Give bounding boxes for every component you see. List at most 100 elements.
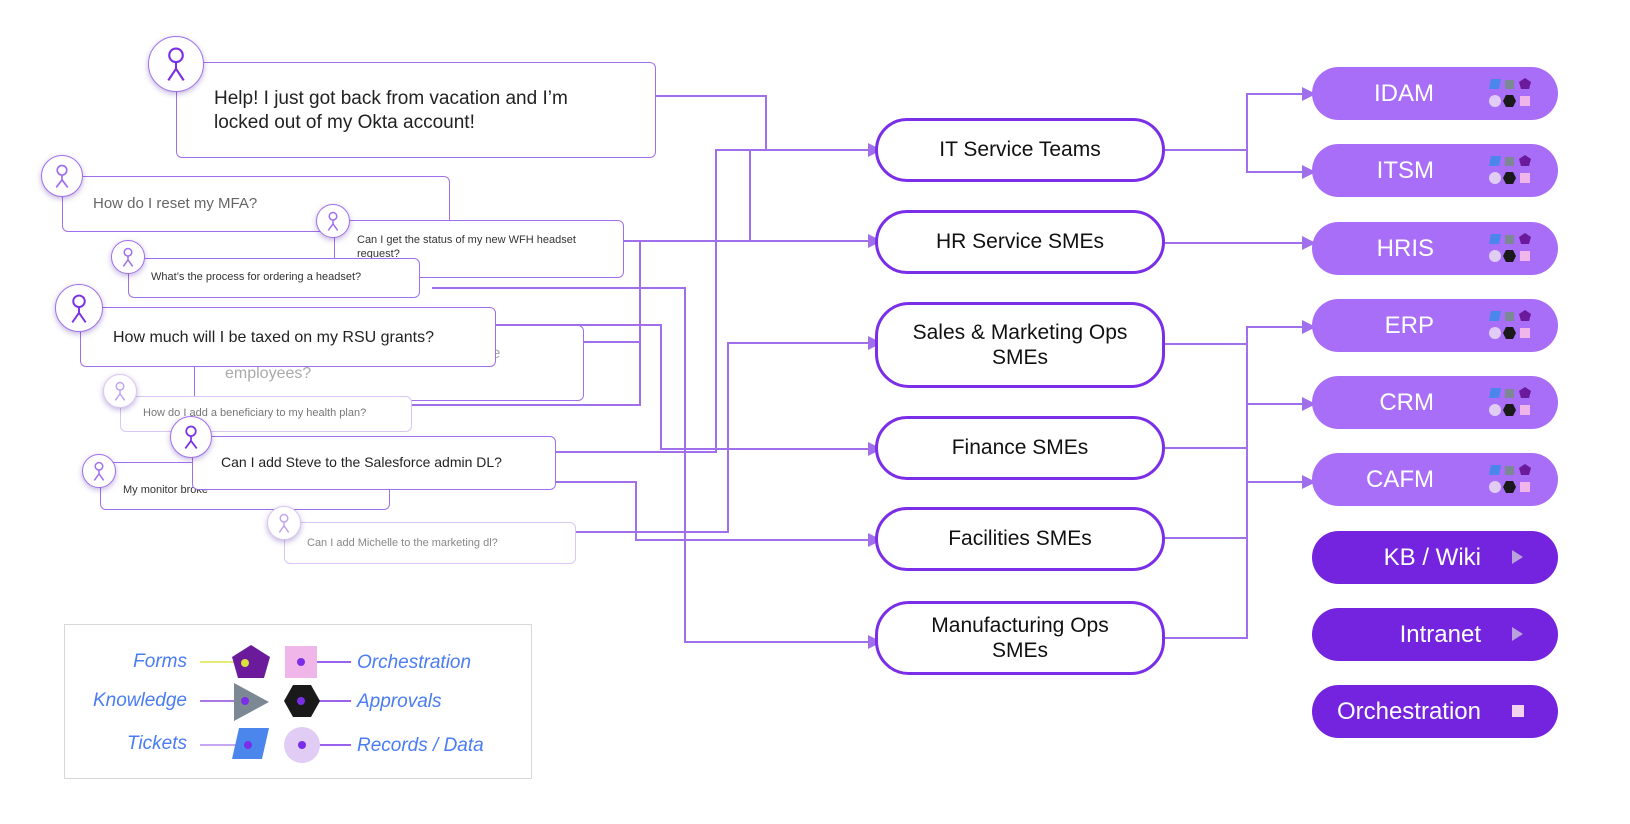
legend-tickets: Tickets (126, 733, 187, 754)
system-label: IDAM (1374, 80, 1434, 107)
user-avatar-icon (170, 416, 212, 458)
system-label: KB / Wiki (1383, 544, 1481, 571)
records-icon (1489, 250, 1501, 262)
request-text: How much will I be taxed on my RSU grant… (113, 329, 435, 346)
legend-forms: Forms (133, 651, 187, 672)
forms-icon (1519, 464, 1531, 475)
team-label: Finance SMEs (951, 436, 1089, 460)
system-hris: HRIS (1312, 222, 1558, 275)
user-avatar-icon (111, 240, 145, 274)
orchestration-icon (1520, 96, 1530, 106)
orchestration-icon (1520, 173, 1530, 183)
records-icon (1489, 481, 1501, 493)
request-text: How do I reset my MFA? (93, 195, 258, 212)
request-bubble: What’s the process for ordering a headse… (128, 258, 420, 298)
tickets-icon (1489, 388, 1501, 398)
user-avatar-icon (82, 454, 116, 488)
system-label: HRIS (1376, 235, 1434, 262)
request-text: Can I get the status of my new WFH heads… (357, 234, 576, 260)
team-label: Sales & Marketing Ops SMEs (912, 320, 1128, 369)
system-erp: ERP (1312, 299, 1558, 352)
team-label: Manufacturing Ops SMEs (931, 613, 1109, 662)
system-idam: IDAM (1312, 67, 1558, 120)
team-sales-marketing-ops: Sales & Marketing Ops SMEs (875, 302, 1165, 388)
play-triangle-icon (1512, 550, 1523, 564)
tickets-icon (1489, 156, 1501, 166)
legend-orchestration: Orchestration (357, 652, 472, 673)
capability-icons (1489, 310, 1531, 339)
approvals-icon (1503, 327, 1516, 339)
records-icon (1489, 404, 1501, 416)
team-label: HR Service SMEs (935, 230, 1105, 254)
knowledge-icon (1505, 466, 1514, 475)
team-hr-service: HR Service SMEs (875, 210, 1165, 274)
legend-knowledge: Knowledge (92, 690, 187, 711)
knowledge-icon (1505, 389, 1514, 398)
tickets-icon (1489, 465, 1501, 475)
request-bubble: Help! I just got back from vacation and … (176, 62, 656, 158)
team-label: Facilities SMEs (948, 527, 1092, 551)
system-label: ITSM (1376, 157, 1434, 184)
request-bubble: How do I add a beneficiary to my health … (120, 396, 412, 432)
system-label: CAFM (1366, 466, 1434, 493)
records-icon (1489, 327, 1501, 339)
capability-icons (1489, 233, 1531, 262)
system-orchestration: Orchestration (1312, 685, 1558, 738)
orchestration-icon (1520, 251, 1530, 261)
request-text: Can I add Michelle to the marketing dl? (307, 537, 498, 549)
team-finance: Finance SMEs (875, 416, 1165, 480)
system-intranet: Intranet (1312, 608, 1558, 661)
approvals-icon (1503, 404, 1516, 416)
team-it-service: IT Service Teams (875, 118, 1165, 182)
request-text: Help! I just got back from vacation and … (214, 88, 568, 133)
tickets-icon (1489, 79, 1501, 89)
request-bubble: Can I add Michelle to the marketing dl? (284, 522, 576, 564)
approvals-icon (1503, 481, 1516, 493)
knowledge-icon (1505, 235, 1514, 244)
knowledge-icon (1505, 80, 1514, 89)
capability-icons (1489, 464, 1531, 493)
forms-icon (1519, 155, 1531, 166)
knowledge-icon (1505, 312, 1514, 321)
orchestration-icon (1520, 328, 1530, 338)
team-manufacturing-ops: Manufacturing Ops SMEs (875, 601, 1165, 675)
knowledge-triangle-icon (234, 683, 269, 721)
request-text: What’s the process for ordering a headse… (151, 271, 362, 283)
system-itsm: ITSM (1312, 144, 1558, 197)
system-label: ERP (1384, 312, 1434, 339)
system-label: Intranet (1399, 621, 1481, 648)
capability-icons (1489, 387, 1531, 416)
system-crm: CRM (1312, 376, 1558, 429)
tickets-icon (1489, 234, 1501, 244)
approvals-icon (1503, 172, 1516, 184)
records-icon (1489, 95, 1501, 107)
user-avatar-icon (148, 36, 204, 92)
legend-records: Records / Data (357, 735, 484, 756)
orchestration-icon (1520, 482, 1530, 492)
system-cafm: CAFM (1312, 453, 1558, 506)
user-avatar-icon (267, 506, 301, 540)
team-facilities: Facilities SMEs (875, 507, 1165, 571)
legend-approvals: Approvals (357, 691, 442, 712)
forms-icon (1519, 233, 1531, 244)
request-bubble: How much will I be taxed on my RSU grant… (80, 307, 496, 367)
system-kb-wiki: KB / Wiki (1312, 531, 1558, 584)
request-text: My monitor broke (123, 484, 208, 496)
forms-icon (1519, 78, 1531, 89)
knowledge-icon (1505, 157, 1514, 166)
system-label: CRM (1379, 389, 1434, 416)
approvals-icon (1503, 250, 1516, 262)
system-label: Orchestration (1336, 698, 1481, 725)
request-text: How do I add a beneficiary to my health … (143, 407, 367, 419)
request-text: Can I add Steve to the Salesforce admin … (221, 454, 502, 470)
orchestration-icon (1520, 405, 1530, 415)
forms-icon (1519, 310, 1531, 321)
user-avatar-icon (55, 284, 103, 332)
approvals-icon (1503, 95, 1516, 107)
forms-icon (1519, 387, 1531, 398)
request-bubble: Can I add Steve to the Salesforce admin … (192, 436, 556, 490)
play-triangle-icon (1512, 627, 1523, 641)
capability-icons (1489, 78, 1531, 107)
forms-pentagon-icon (232, 645, 270, 678)
user-avatar-icon (103, 374, 137, 408)
